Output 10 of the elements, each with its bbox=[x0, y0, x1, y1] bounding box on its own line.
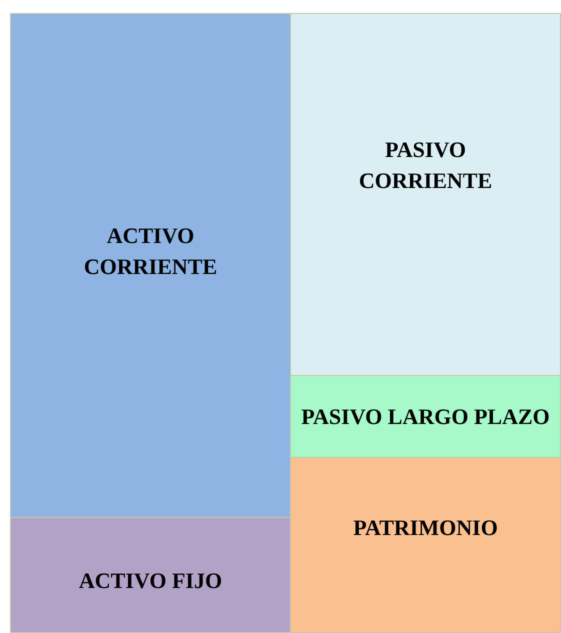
block-label: PATRIMONIO bbox=[353, 514, 498, 542]
block-label: ACTIVO FIJO bbox=[78, 566, 222, 594]
balance-block bbox=[10, 13, 291, 518]
block-label: PASIVO LARGO PLAZO bbox=[301, 403, 550, 431]
block-label: ACTIVO CORRIENTE bbox=[82, 222, 218, 280]
balance-block bbox=[10, 517, 291, 633]
balance-block bbox=[290, 457, 561, 633]
balance-block bbox=[290, 13, 561, 376]
balance-block bbox=[290, 375, 561, 458]
block-label: PASIVO CORRIENTE bbox=[358, 136, 494, 194]
